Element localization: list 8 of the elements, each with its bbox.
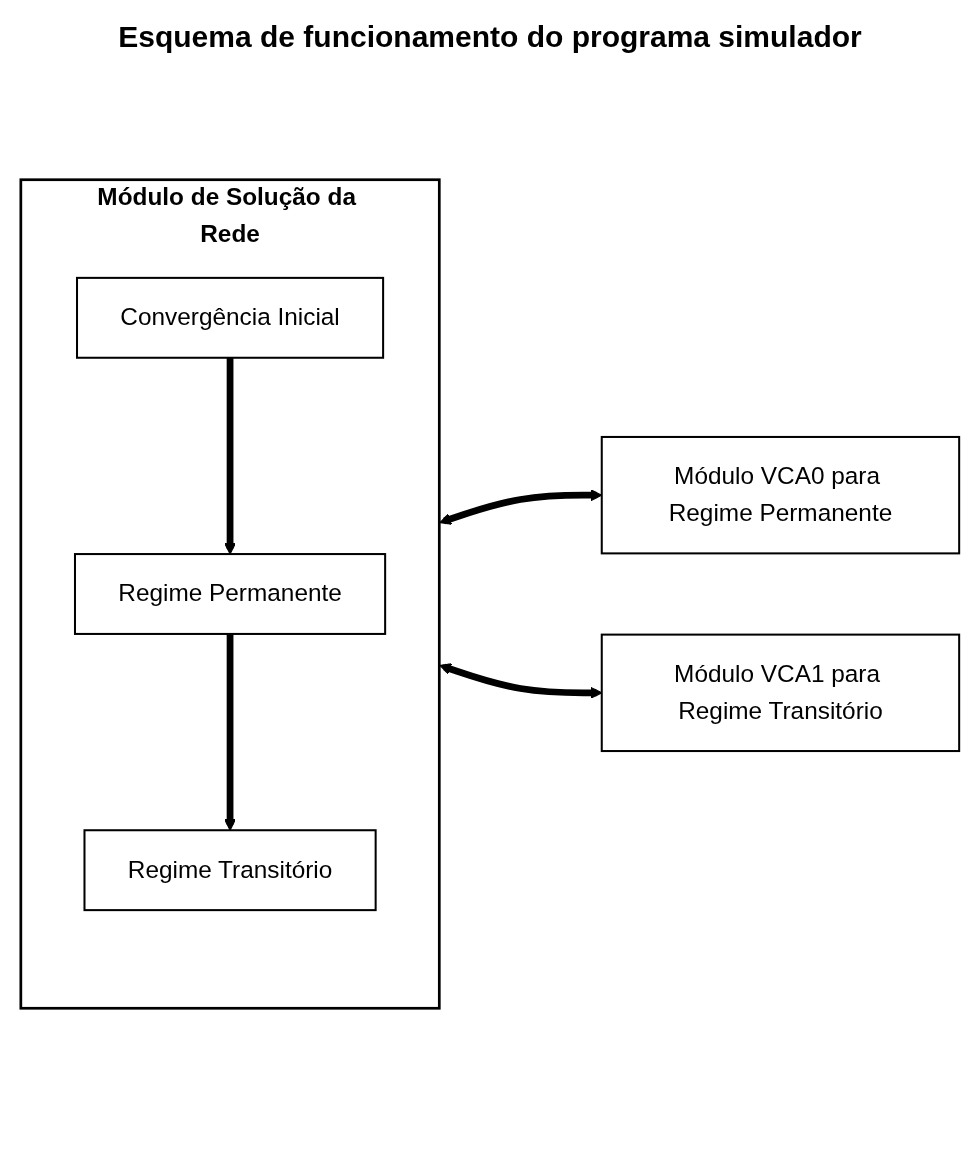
node-box: Regime Permanente [73,553,387,635]
node-box: Convergência Inicial [76,276,385,359]
node-box: Módulo VCA1 para Regime Transitório [600,633,961,753]
diagram-title: Esquema de funcionamento do programa simulador [117,20,863,54]
node-box: Regime Transitório [83,829,377,912]
arrow [224,357,236,555]
arrow [224,633,236,831]
node-box: Módulo VCA0 para Regime Permanente [600,435,961,555]
